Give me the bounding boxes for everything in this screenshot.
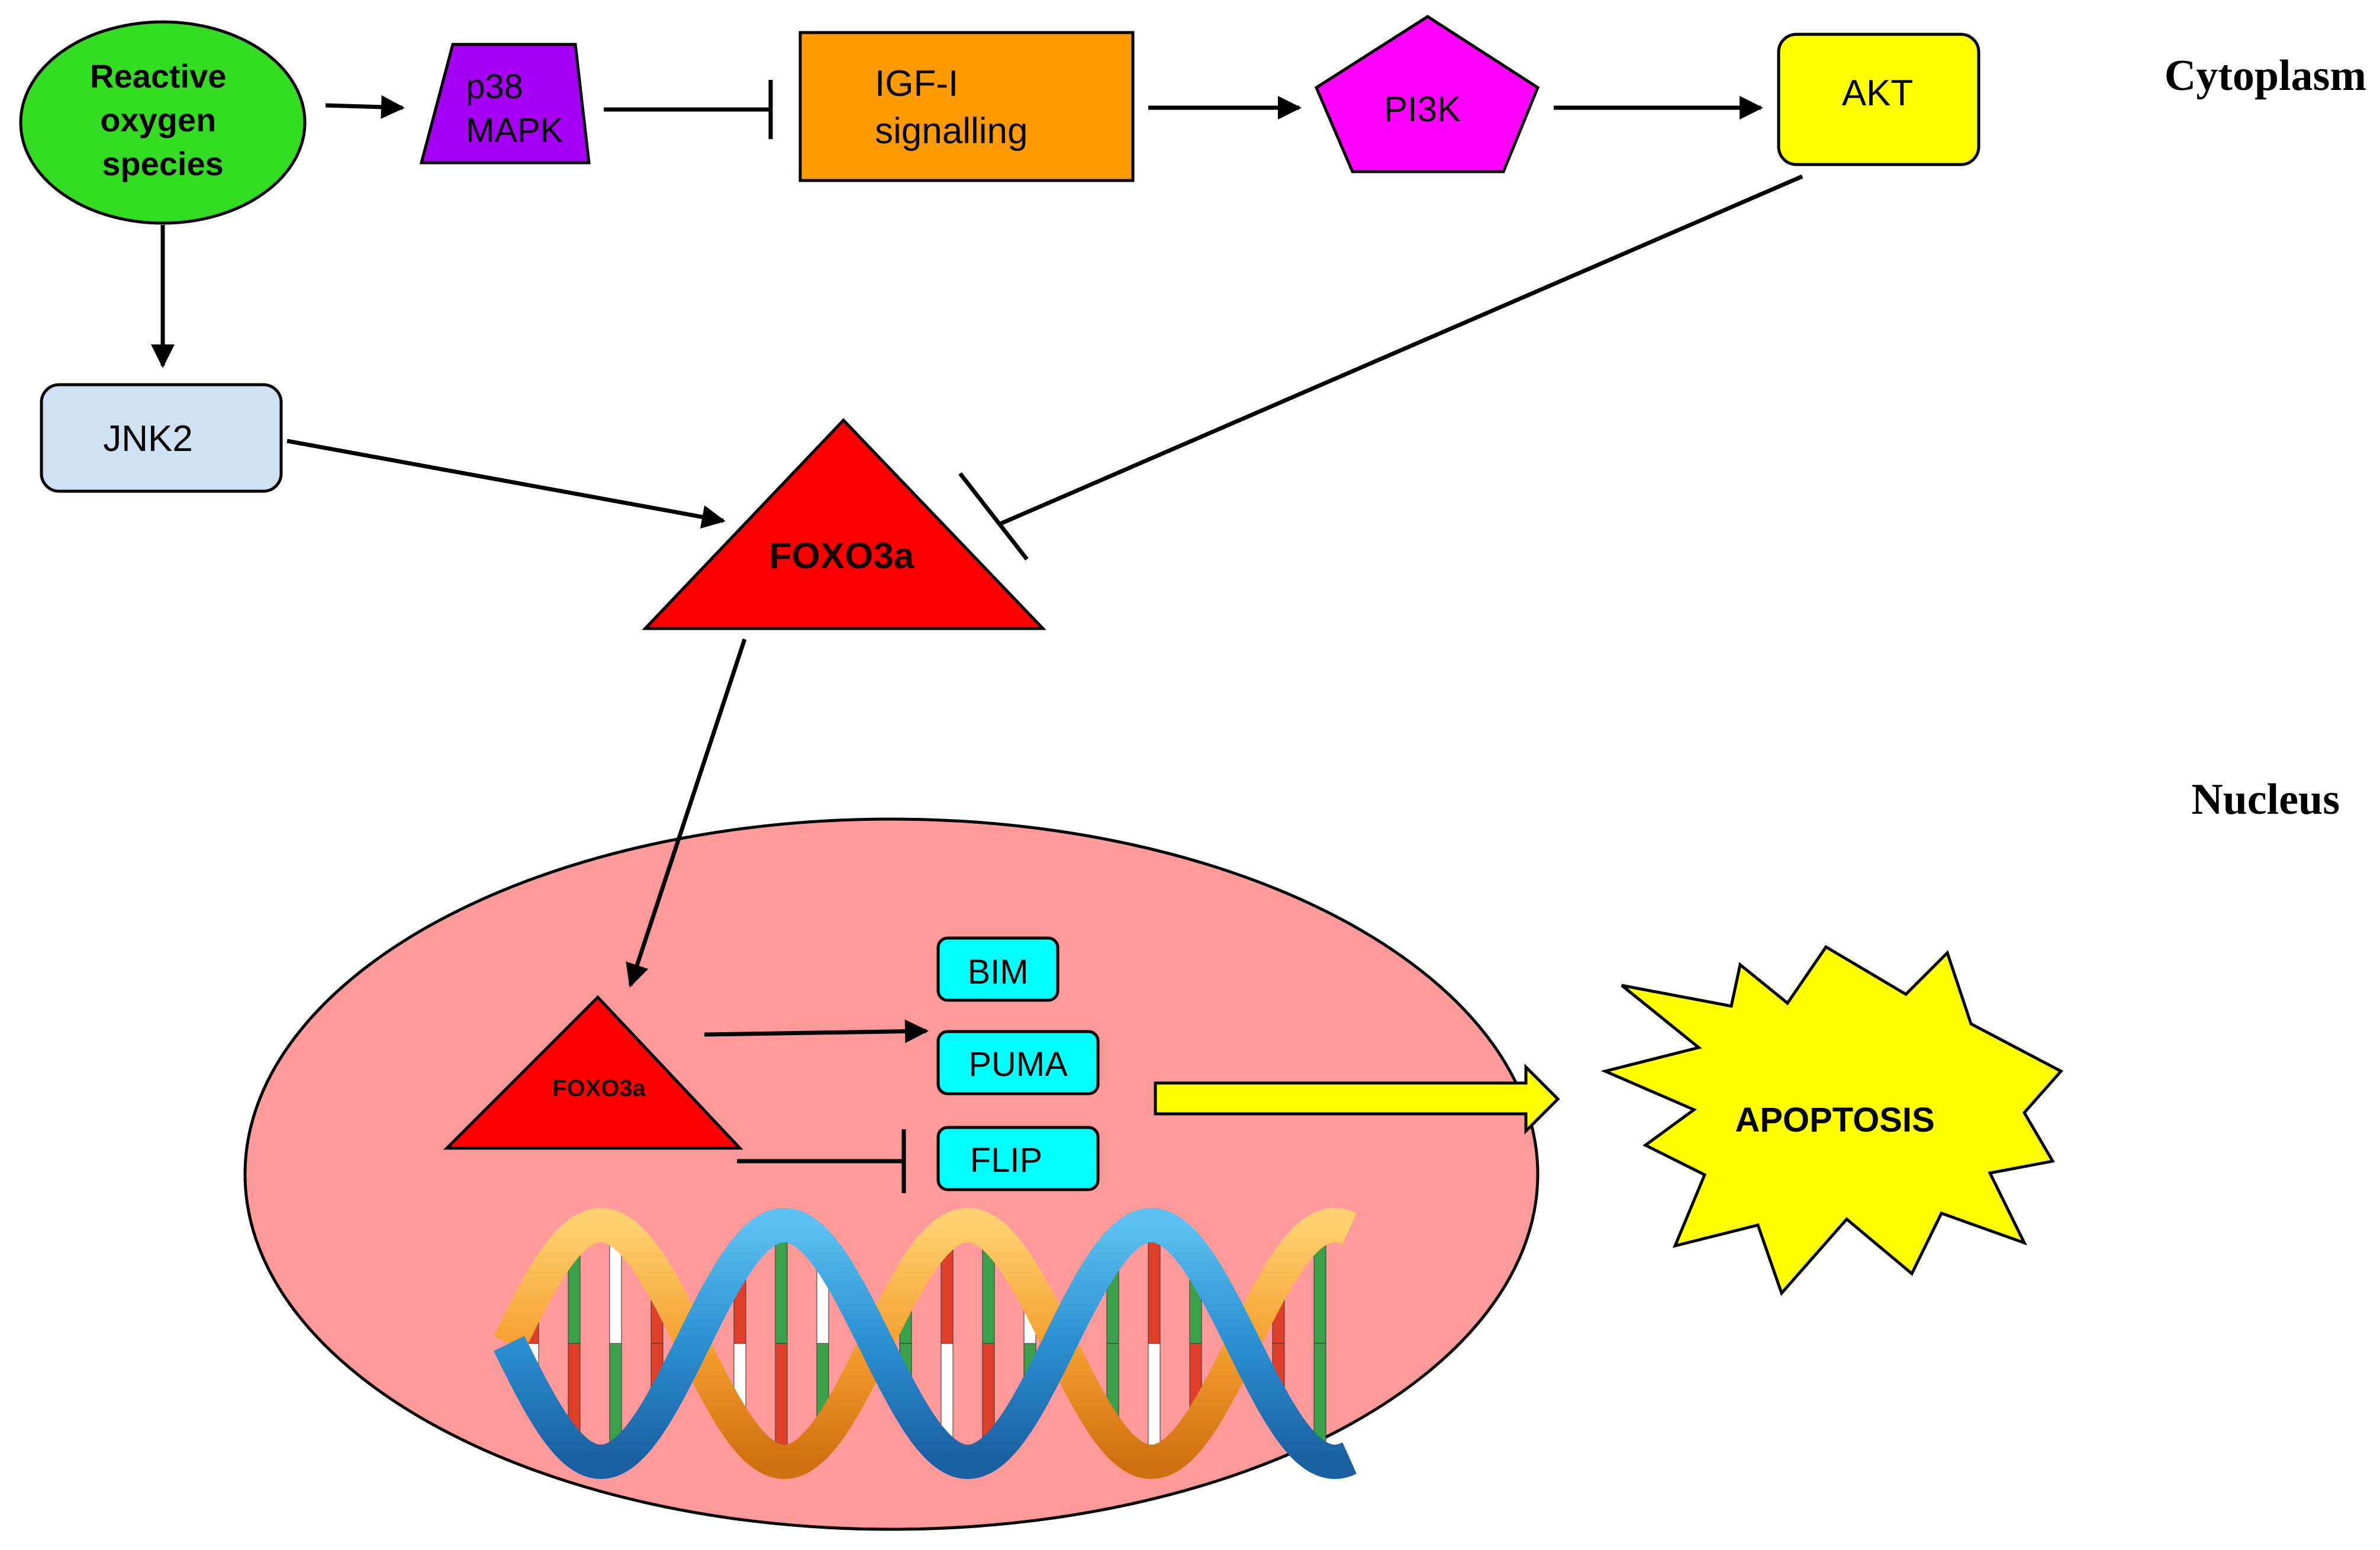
bim-label: BIM [967,953,1028,991]
flip-label: FLIP [970,1141,1043,1180]
foxo3a-cytoplasm-label: FOXO3a [769,536,914,576]
block-arrow-to-apoptosis [1154,1063,1560,1135]
edges [151,80,1803,1193]
node-jnk2: JNK2 [40,383,283,493]
igf-label-line1: IGF-I [875,63,958,104]
nucleus-label: Nucleus [2191,775,2340,824]
ros-label-line2: oxygen [100,101,216,138]
edge-ros-to-p38 [325,95,405,119]
node-igf-i-signalling: IGF-I signalling [798,31,1135,182]
inhibition-bar-foxo3a [958,472,1029,561]
ros-label-line1: Reactive [90,57,226,95]
igf-label-line2: signalling [875,111,1028,152]
edge-foxo3a-to-bim-puma [704,1019,929,1043]
foxo3a-nucleus-label: FOXO3a [552,1075,646,1101]
node-pi3k: PI3K [1314,15,1540,173]
dna-strand-orange [494,1207,1357,1480]
p38-label-line2: MAPK [466,111,563,150]
ros-label-line3: species [102,145,224,182]
node-reactive-oxygen-species: Reactive oxygen species [19,20,307,225]
node-bim: BIM [936,936,1059,1002]
p38-label-line1: p38 [466,67,523,106]
node-p38-mapk: p38 MAPK [419,43,591,165]
dna-helix-icon [494,1207,1357,1480]
apoptosis-label: APOPTOSIS [1735,1101,1934,1139]
node-apoptosis: APOPTOSIS [1600,945,2063,1296]
node-puma: PUMA [936,1030,1100,1095]
edge-foxo3a-translocation [626,638,747,988]
svg-text:Reactive oxygen sp: Reactive oxygen species [90,57,236,182]
node-foxo3a-nucleus: FOXO3a [443,995,743,1150]
node-akt: AKT [1777,33,1980,166]
svg-text:IGF-I signalling: IGF-I signalling [875,63,1028,152]
akt-label: AKT [1842,73,1914,114]
svg-text:p38 MAPK: p38 MAPK [466,67,563,150]
puma-label: PUMA [968,1045,1068,1084]
cytoplasm-label: Cytoplasm [2165,51,2366,100]
pi3k-label: PI3K [1384,89,1461,129]
jnk2-label: JNK2 [103,418,193,459]
edge-akt-inhibits-foxo3a [999,174,1803,526]
node-flip: FLIP [936,1126,1100,1191]
node-foxo3a-cytoplasm: FOXO3a [642,418,1046,630]
dna-strand-blue [494,1207,1357,1480]
nucleus-compartment [243,817,1540,1531]
edge-jnk2-to-foxo3a [286,439,726,529]
